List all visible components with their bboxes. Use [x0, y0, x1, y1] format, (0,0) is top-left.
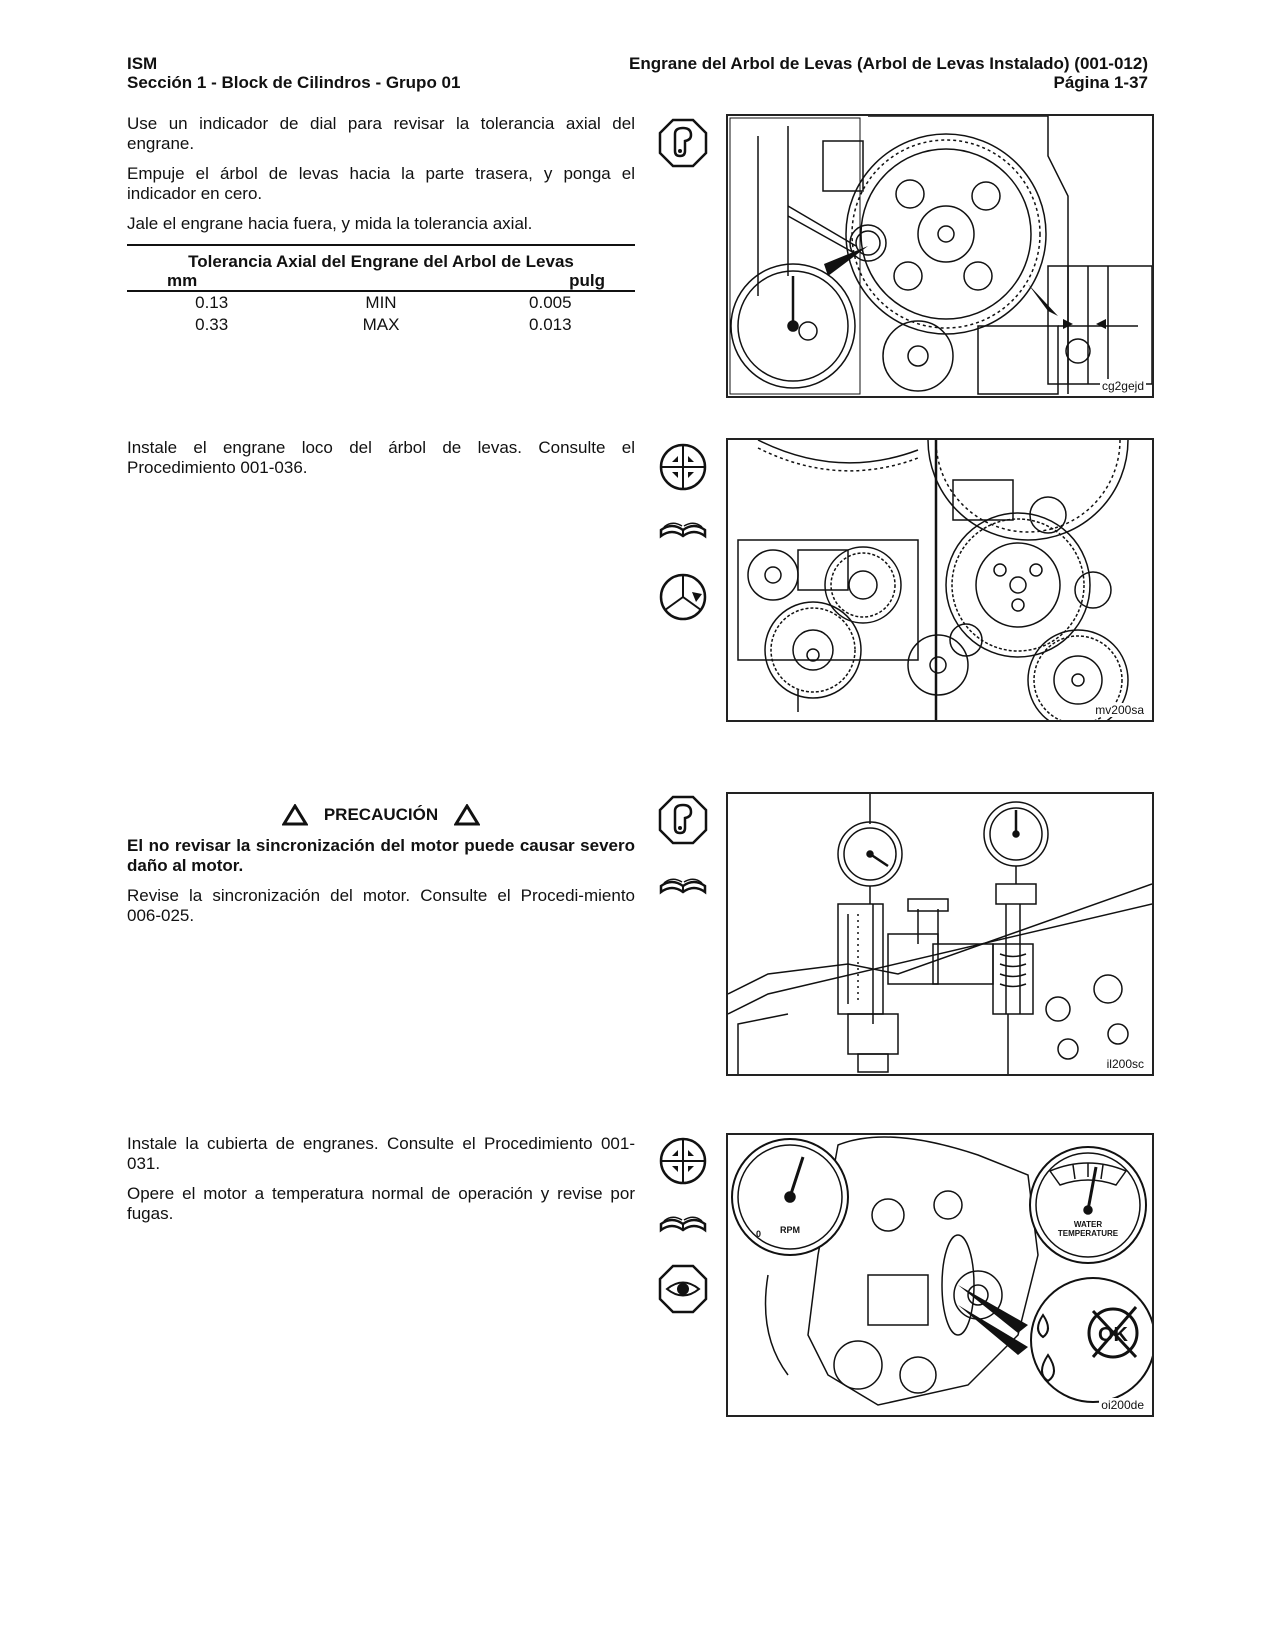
manual-reference-icon	[659, 878, 707, 895]
cell-label: MAX	[362, 315, 400, 334]
figure-idler-gear: mv200sa	[726, 438, 1154, 722]
ok-crossed-label: OK	[1098, 1324, 1129, 1346]
gauge-rpm-label: RPM	[780, 1225, 800, 1235]
gauge-zero-label: 0	[756, 1229, 761, 1239]
table-header: mm pulg	[127, 271, 635, 292]
warning-triangle-icon	[281, 804, 308, 826]
column-header-mm: mm	[167, 271, 198, 290]
column-header-in: pulg	[569, 271, 605, 290]
paragraph: Empuje el árbol de levas hacia la parte …	[127, 164, 635, 203]
inspect-icon	[658, 795, 708, 845]
manual-reference-icon	[659, 1216, 707, 1233]
header-left: ISM Sección 1 - Block de Cilindros - Gru…	[127, 54, 460, 92]
inspect-icon	[658, 118, 708, 168]
procedure-title: Engrane del Arbol de Levas (Arbol de Lev…	[629, 54, 1148, 73]
table-row: 0.13 MIN 0.005	[127, 292, 635, 314]
figure-label: mv200sa	[1093, 703, 1146, 717]
cell-in: 0.013	[529, 315, 572, 334]
cell-mm: 0.33	[195, 315, 229, 334]
cell-label: MIN	[365, 293, 397, 312]
page-number: Página 1-37	[1053, 73, 1149, 92]
section-1-text: Use un indicador de dial para revisar la…	[127, 114, 635, 336]
manual-title: ISM	[127, 54, 158, 73]
warning-triangle-icon	[454, 804, 481, 826]
tolerance-table: Tolerancia Axial del Engrane del Arbol d…	[127, 244, 635, 336]
figure-label: oi200de	[1099, 1398, 1146, 1412]
paragraph: Opere el motor a temperatura normal de o…	[127, 1184, 635, 1223]
figure-label: cg2gejd	[1099, 379, 1146, 393]
paragraph: Jale el engrane hacia fuera, y mida la t…	[127, 214, 533, 233]
table-row: 0.33 MAX 0.013	[127, 314, 635, 336]
assemble-icon	[659, 443, 707, 491]
cell-mm: 0.13	[195, 293, 229, 312]
figure-dial-indicator: cg2gejd	[726, 114, 1154, 398]
figure-label: il200sc	[1104, 1057, 1146, 1071]
paragraph: Revise la sincronización del motor. Cons…	[127, 886, 635, 925]
figure-engine-run: 0 RPM WATER TEMPERATURE OK oi200de	[726, 1133, 1154, 1417]
section-2-text: Instale el engrane loco del árbol de lev…	[127, 438, 635, 488]
paragraph: Use un indicador de dial para revisar la…	[127, 114, 635, 153]
gauge-temp-label-2: TEMPERATURE	[1058, 1229, 1119, 1238]
caution-title: PRECAUCIÓN	[323, 805, 439, 824]
section-3-text: PRECAUCIÓN El no revisar la sincronizaci…	[127, 804, 635, 936]
section-title: Sección 1 - Block de Cilindros - Grupo 0…	[127, 73, 461, 92]
cell-in: 0.005	[529, 293, 572, 312]
install-icon	[659, 573, 707, 621]
caution-text: El no revisar la sincronización del moto…	[127, 836, 635, 875]
caution-heading: PRECAUCIÓN	[127, 804, 635, 826]
figure-engine-timing: il200sc	[726, 792, 1154, 1076]
table-title: Tolerancia Axial del Engrane del Arbol d…	[188, 252, 574, 271]
assemble-icon	[659, 1137, 707, 1185]
paragraph: Instale la cubierta de engranes. Consult…	[127, 1134, 635, 1173]
header-right: Engrane del Arbol de Levas (Arbol de Lev…	[629, 54, 1148, 92]
manual-reference-icon	[659, 522, 707, 539]
paragraph: Instale el engrane loco del árbol de lev…	[127, 438, 635, 477]
visual-inspect-icon	[658, 1264, 708, 1314]
gauge-temp-label-1: WATER	[1074, 1220, 1103, 1229]
section-4-text: Instale la cubierta de engranes. Consult…	[127, 1134, 635, 1234]
